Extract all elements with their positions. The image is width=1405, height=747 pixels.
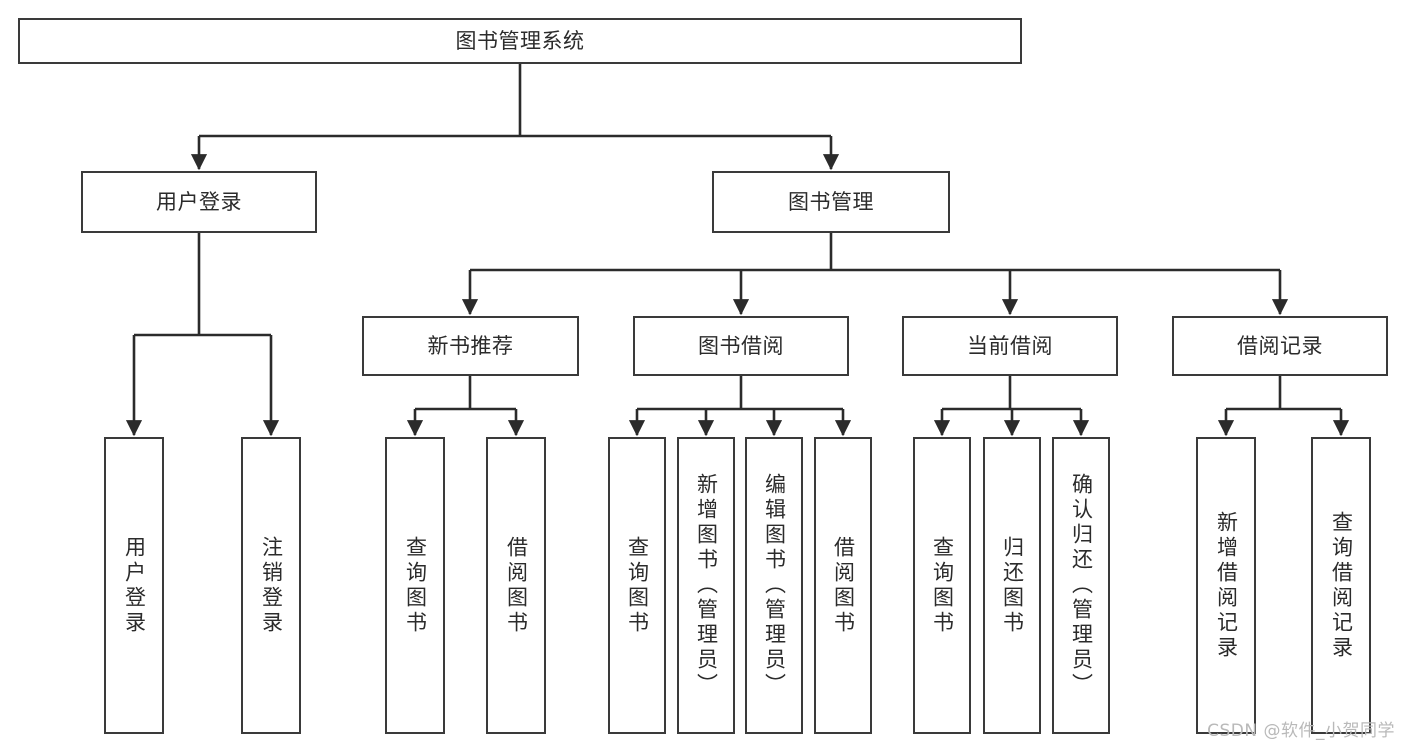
node-book-borrow[interactable]: 图书借阅: [633, 316, 849, 376]
node-leaf-edit-book[interactable]: 编辑图书（管理员）: [745, 437, 803, 734]
node-leaf-logout[interactable]: 注销登录: [241, 437, 301, 734]
node-leaf-add-book[interactable]: 新增图书（管理员）: [677, 437, 735, 734]
node-leaf-query-book-recommend[interactable]: 查询图书: [385, 437, 445, 734]
node-leaf-add-borrow-record[interactable]: 新增借阅记录: [1196, 437, 1256, 734]
node-label: 借阅图书: [504, 535, 529, 636]
node-label: 查询图书: [403, 535, 428, 636]
node-label: 编辑图书（管理员）: [762, 473, 787, 698]
node-label: 查询图书: [930, 535, 955, 636]
node-label: 新增借阅记录: [1214, 510, 1239, 661]
node-leaf-borrow-book[interactable]: 借阅图书: [814, 437, 872, 734]
node-leaf-user-login[interactable]: 用户登录: [104, 437, 164, 734]
node-leaf-confirm-return[interactable]: 确认归还（管理员）: [1052, 437, 1110, 734]
node-label: 新书推荐: [427, 333, 514, 358]
node-label: 用户登录: [122, 535, 147, 636]
node-label: 图书借阅: [698, 333, 784, 358]
node-label: 图书管理: [788, 189, 874, 214]
node-label: 当前借阅: [967, 333, 1053, 358]
node-label: 新增图书（管理员）: [694, 473, 719, 698]
node-borrow-record[interactable]: 借阅记录: [1172, 316, 1388, 376]
node-user-login[interactable]: 用户登录: [81, 171, 317, 233]
node-label: 借阅记录: [1237, 333, 1323, 358]
node-new-book-recommend[interactable]: 新书推荐: [362, 316, 579, 376]
node-label: 借阅图书: [831, 535, 856, 636]
node-label: 注销登录: [259, 535, 284, 636]
node-leaf-return-book[interactable]: 归还图书: [983, 437, 1041, 734]
node-book-manage[interactable]: 图书管理: [712, 171, 950, 233]
node-label: 归还图书: [1000, 535, 1025, 636]
node-current-borrow[interactable]: 当前借阅: [902, 316, 1118, 376]
node-label: 查询图书: [625, 535, 650, 636]
node-label: 确认归还（管理员）: [1069, 473, 1094, 698]
node-leaf-borrow-book-recommend[interactable]: 借阅图书: [486, 437, 546, 734]
node-label: 用户登录: [156, 189, 242, 214]
node-label: 查询借阅记录: [1329, 510, 1354, 661]
node-root[interactable]: 图书管理系统: [18, 18, 1022, 64]
watermark-text: CSDN @软件_小贺同学: [1207, 721, 1395, 741]
node-label: 图书管理系统: [455, 28, 585, 53]
node-leaf-query-book-borrow[interactable]: 查询图书: [608, 437, 666, 734]
node-leaf-query-borrow-record[interactable]: 查询借阅记录: [1311, 437, 1371, 734]
node-leaf-query-book-current[interactable]: 查询图书: [913, 437, 971, 734]
